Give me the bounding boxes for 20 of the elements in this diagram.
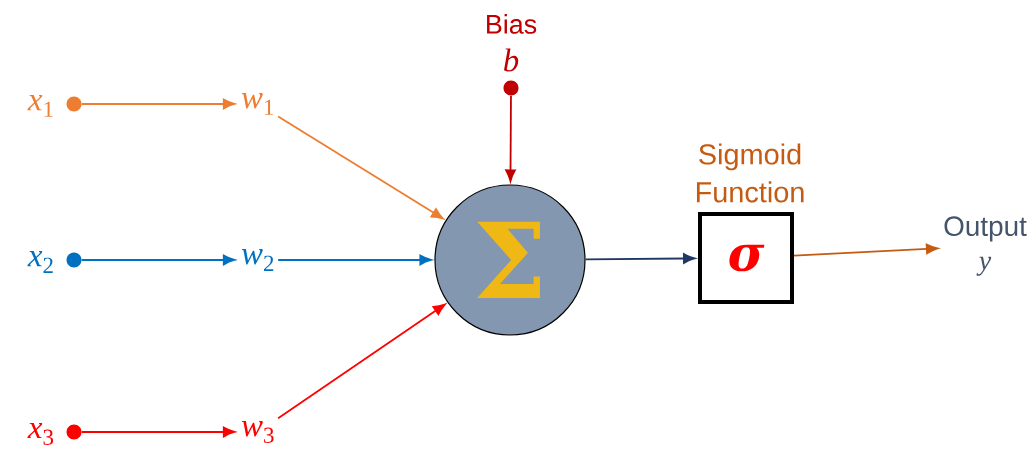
- input-label: x$_{1}$: [27, 95, 53, 117]
- arrow: [80, 426, 236, 438]
- arrow: [584, 253, 696, 264]
- weight-label: w$_{3}$: [241, 421, 274, 443]
- function-box: σ: [698, 212, 794, 304]
- weight-label: w$_{2}$: [241, 249, 274, 271]
- arrow: [80, 98, 236, 110]
- function-heading: Sigmoid Function: [696, 143, 804, 203]
- weight-label: w$_{1}$: [241, 93, 274, 115]
- arrow: [277, 115, 444, 220]
- arrow: [277, 303, 446, 420]
- arrow: [80, 254, 236, 266]
- input-label: x$_{2}$: [27, 251, 53, 273]
- output-label: Output y: [944, 216, 1027, 276]
- arrow: [505, 94, 516, 182]
- input-label: x$_{3}$: [27, 423, 54, 445]
- bias-label: b: [504, 48, 519, 72]
- arrow: [277, 254, 432, 266]
- bias-label: Bias: [487, 14, 537, 34]
- arrow: [793, 243, 939, 257]
